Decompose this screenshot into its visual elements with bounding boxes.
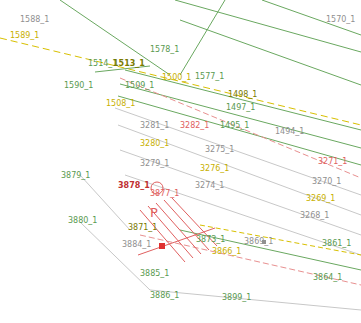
point-label: 3886_1	[150, 292, 179, 300]
point-label: 1498_1	[228, 91, 257, 99]
point-label: 1578_1	[150, 46, 179, 54]
point-label: 3873_1	[196, 236, 225, 244]
point-label: 3869_1	[244, 238, 273, 246]
point-label: P	[150, 206, 158, 219]
point-label: 3879_1	[61, 172, 90, 180]
point-label: 1513_1	[113, 60, 145, 68]
point-label: 1497_1	[226, 104, 255, 112]
point-label: 1494_1	[275, 128, 304, 136]
point-label: 3877_1	[150, 190, 179, 198]
point-label: 3279_1	[140, 160, 169, 168]
point-label: 1590_1	[64, 82, 93, 90]
point-label: 1570_1	[326, 16, 355, 24]
point-label: 3281_1	[140, 122, 169, 130]
point-label: 3885_1	[140, 270, 169, 278]
point-label: 3861_1	[322, 240, 351, 248]
point-label: 3866_1	[212, 248, 241, 256]
point-label: 3274_1	[195, 182, 224, 190]
point-label: 3884_1	[122, 241, 151, 249]
point-label: 3878_1	[118, 182, 150, 190]
point-label: 3880_1	[68, 217, 97, 225]
point-label: 3282_1	[180, 122, 209, 130]
point-label: 1589_1	[10, 32, 39, 40]
point-label: 1495_1	[220, 122, 249, 130]
point-label: 3275_1	[205, 146, 234, 154]
point-label: 1509_1	[125, 82, 154, 90]
point-label: 1500_1	[162, 74, 191, 82]
point-label: 1508_1	[106, 100, 135, 108]
point-label: 3280_1	[140, 140, 169, 148]
point-label: 3269_1	[306, 195, 335, 203]
point-label: 3899_1	[222, 294, 251, 302]
point-label: 3268_1	[300, 212, 329, 220]
point-label: 3276_1	[200, 165, 229, 173]
point-label: 3864_1	[313, 274, 342, 282]
point-label: 1588_1	[20, 16, 49, 24]
point-label: 3271_1	[318, 158, 347, 166]
point-label: 3270_1	[312, 178, 341, 186]
point-label: 1577_1	[195, 73, 224, 81]
point-label: 3871_1	[128, 224, 157, 232]
